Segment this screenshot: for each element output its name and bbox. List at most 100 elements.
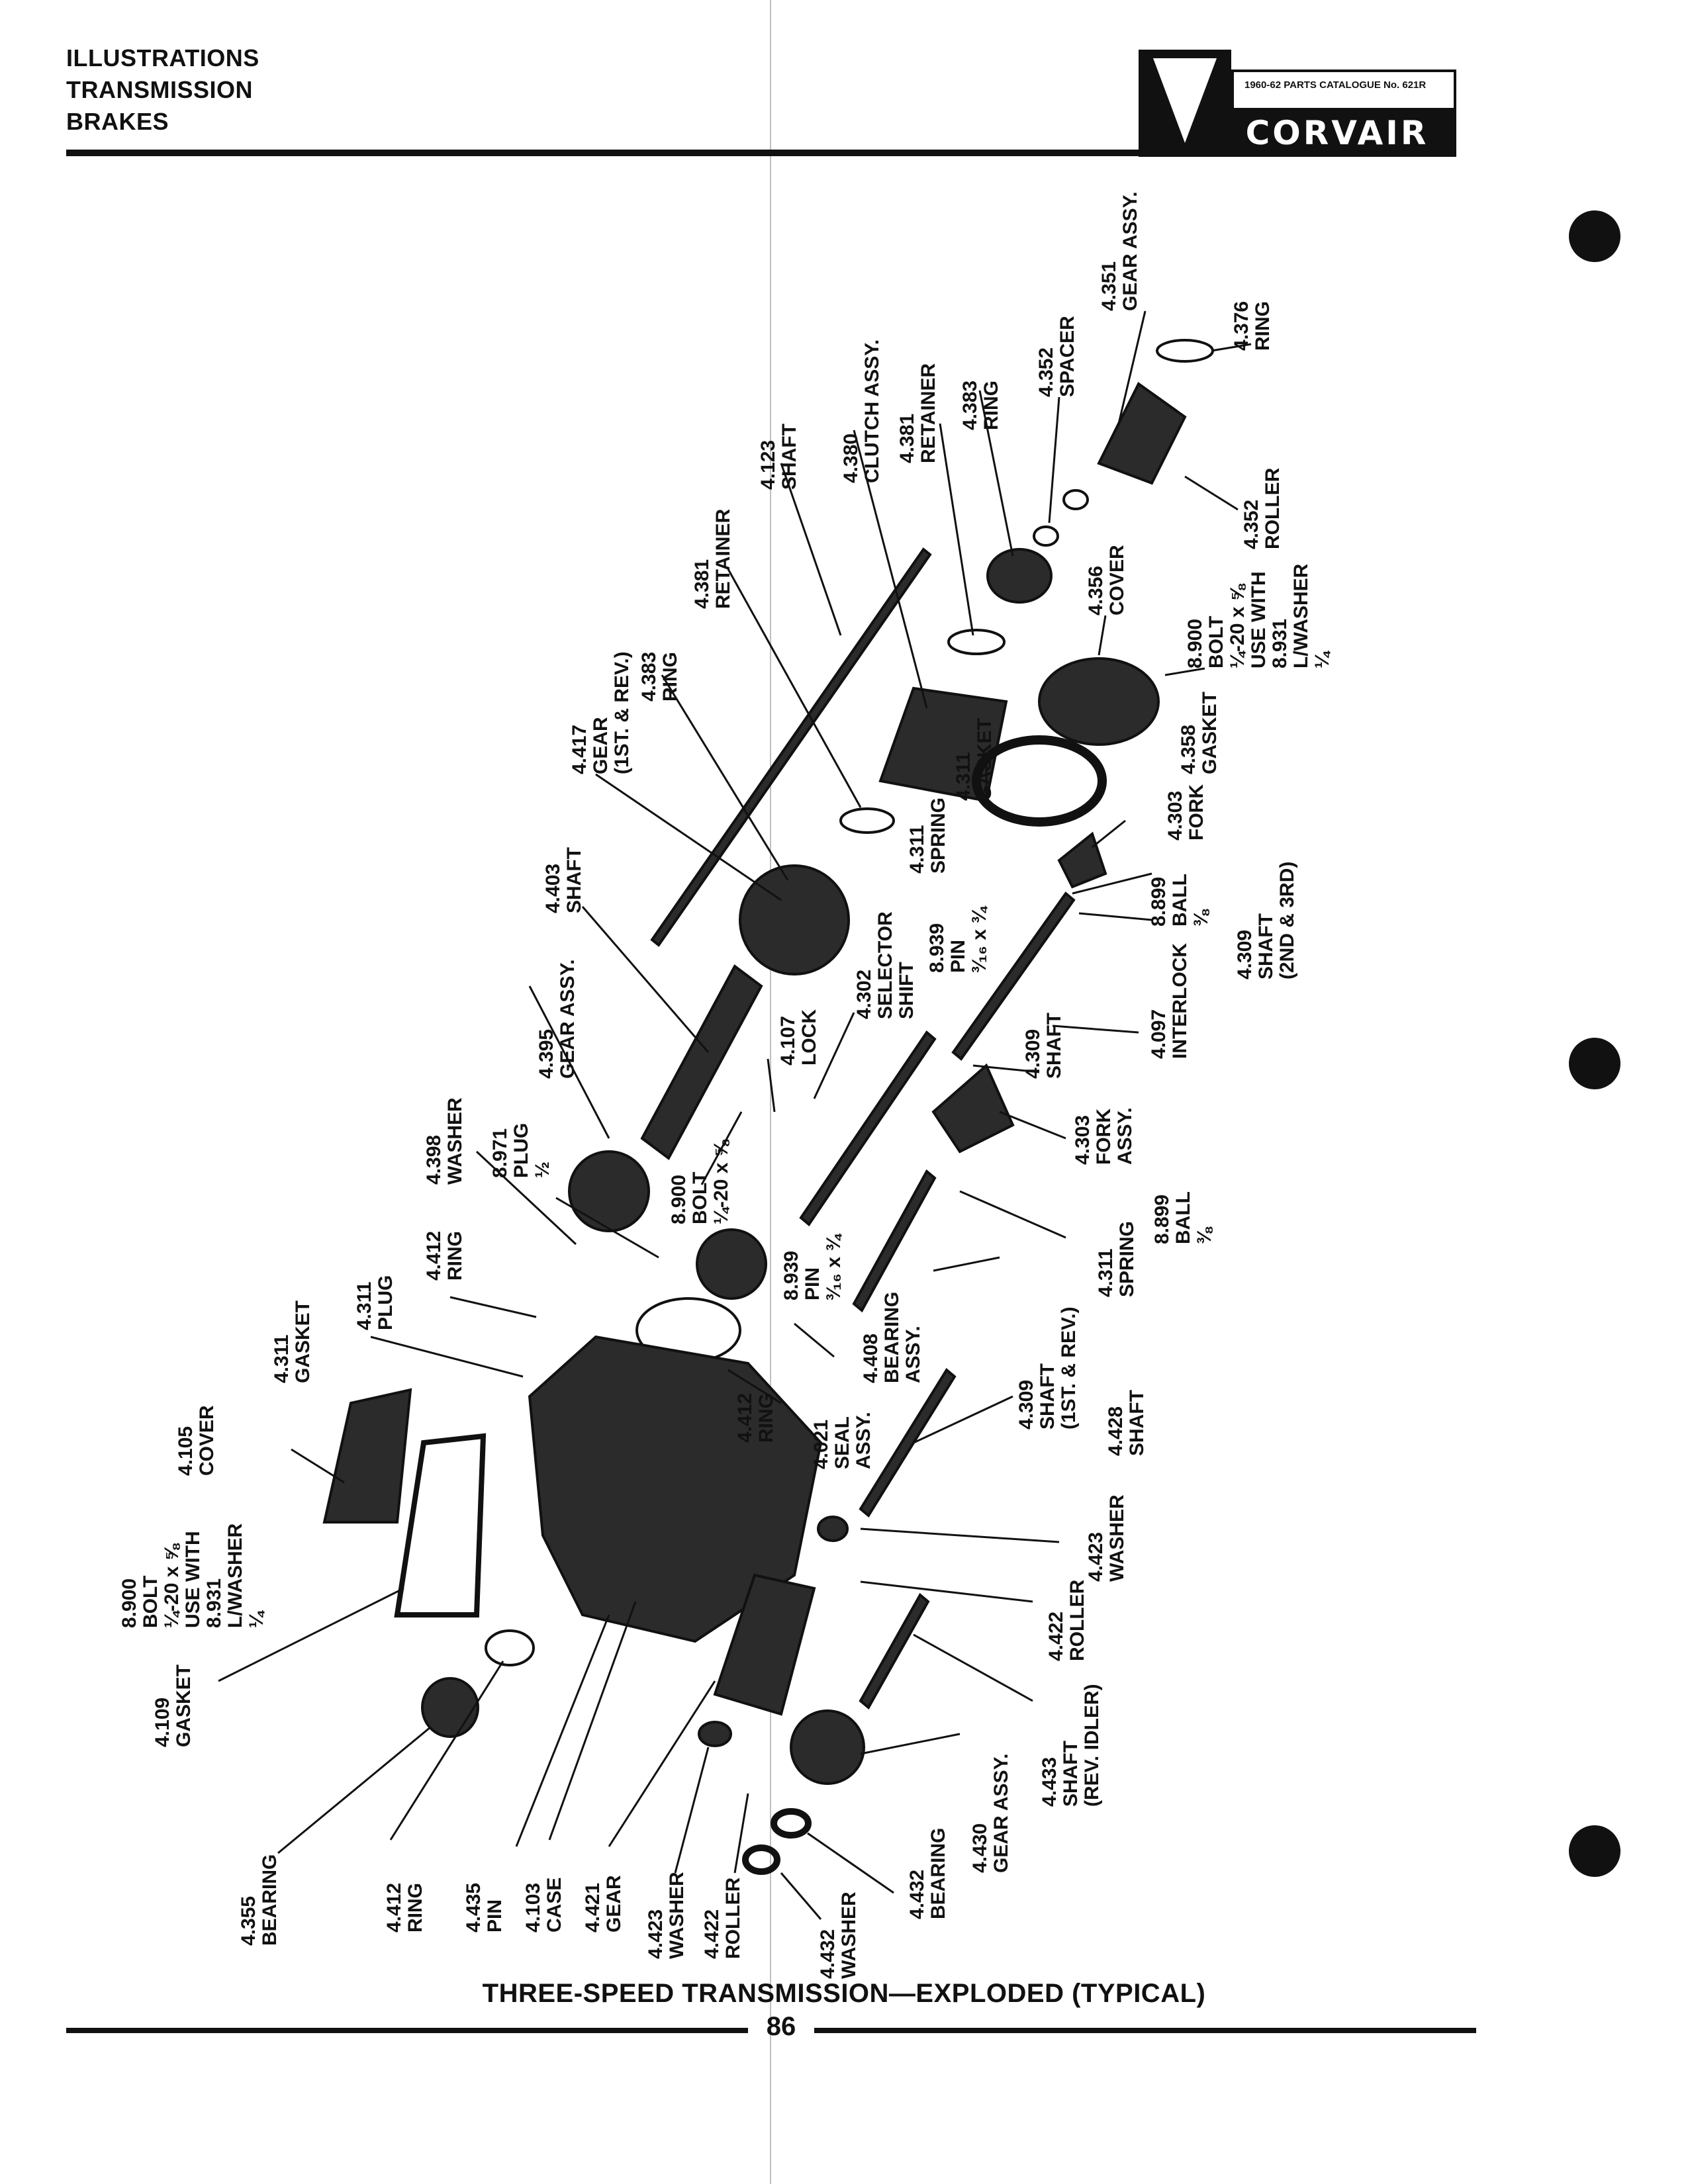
bearing-cover	[1038, 657, 1160, 746]
side-cover-gasket	[394, 1433, 487, 1617]
cluster-gear	[568, 1150, 650, 1232]
leader-line	[1164, 667, 1205, 676]
callout-4-423-lower: 4.423 WASHER	[645, 1872, 688, 1959]
shift-fork-lower	[931, 1063, 1015, 1154]
leader-line	[389, 1661, 504, 1841]
callout-4-395: 4.395 GEAR ASSY.	[536, 959, 579, 1079]
brand-name: CORVAIR	[1245, 114, 1429, 152]
counter-gear-shaft	[640, 964, 763, 1160]
callout-4-311-spring-lower: 4.311 SPRING	[1095, 1220, 1138, 1297]
callout-4-428: 4.428 SHAFT	[1105, 1390, 1148, 1456]
header-category-transmission: TRANSMISSION	[66, 76, 254, 103]
leader-line	[475, 1150, 577, 1246]
callout-4-103: 4.103 CASE	[522, 1877, 565, 1933]
header-rule	[66, 150, 1152, 156]
leader-line	[1048, 396, 1060, 523]
callout-4-352-roller: 4.352 ROLLER	[1241, 467, 1284, 549]
callout-4-383-lower: 4.383 RING	[638, 651, 681, 702]
leader-line	[1211, 343, 1252, 352]
leader-line	[860, 1580, 1033, 1603]
leader-line	[939, 423, 974, 636]
retainer-ring	[839, 807, 895, 834]
callout-4-412-upper: 4.412 RING	[423, 1230, 466, 1281]
callout-4-303-upper: 4.303 FORK	[1164, 784, 1207, 841]
leader-line	[727, 569, 862, 808]
shift-shaft-2nd-3rd	[951, 891, 1076, 1061]
callout-4-430: 4.430 GEAR ASSY.	[969, 1753, 1012, 1873]
leader-line	[853, 430, 928, 709]
catalog-label: 1960-62 PARTS CATALOGUE No. 621R	[1244, 79, 1427, 91]
leader-line	[1184, 475, 1239, 511]
leader-line	[1117, 310, 1147, 424]
callout-4-381-upper: 4.381 RETAINER	[896, 363, 939, 463]
callout-4-021: 4.021 SEAL ASSY.	[810, 1412, 874, 1469]
leader-line	[780, 1872, 822, 1920]
thrust-washer-upper	[817, 1516, 849, 1542]
shift-fork-upper	[1057, 831, 1107, 889]
callout-4-383-upper: 4.383 RING	[959, 380, 1002, 430]
leader-line	[548, 1601, 637, 1841]
callout-4-311-gasket-lower: 4.311 GASKET	[271, 1300, 314, 1383]
callout-4-398: 4.398 WASHER	[423, 1097, 466, 1185]
header-category-illustrations: ILLUSTRATIONS	[66, 44, 259, 71]
callout-8-900-middle: 8.900 BOLT ¼-20 x ⅝	[668, 1140, 732, 1224]
side-cover	[322, 1388, 412, 1524]
figure-caption: THREE-SPEED TRANSMISSION—EXPLODED (TYPIC…	[482, 1979, 1206, 2008]
leader-line	[860, 1527, 1060, 1543]
leader-line	[581, 906, 710, 1053]
counter-shaft	[859, 1367, 957, 1518]
cluster-gear-lower	[713, 1573, 816, 1716]
leader-line	[700, 1111, 743, 1185]
spacer-2	[1062, 489, 1089, 510]
callout-4-356: 4.356 COVER	[1085, 545, 1128, 615]
leader-line	[277, 1726, 431, 1854]
callout-4-435: 4.435 PIN	[463, 1882, 506, 1933]
leader-line	[1078, 912, 1152, 921]
callout-8-939-upper: 8.939 PIN ³⁄₁₆ x ¾	[926, 907, 990, 973]
callout-4-309-1st-rev: 4.309 SHAFT (1ST. & REV.)	[1015, 1306, 1080, 1430]
callout-8-899-lower: 8.899 BALL ⅜	[1151, 1191, 1215, 1244]
leader-line	[1092, 819, 1126, 848]
callout-4-417: 4.417 GEAR (1ST. & REV.)	[569, 651, 633, 774]
leader-line	[727, 1369, 782, 1404]
idler-gear-assy	[790, 1709, 865, 1785]
callout-4-432-bearing: 4.432 BEARING	[906, 1827, 949, 1919]
callout-4-309-shaft: 4.309 SHAFT	[1022, 1013, 1065, 1079]
leader-line	[959, 1190, 1066, 1239]
reverse-idler-shaft	[859, 1592, 930, 1710]
callout-8-900-lower: 8.900 BOLT ¼-20 x ⅝ USE WITH 8.931 L/WAS…	[118, 1523, 267, 1628]
bearing-assy	[696, 1228, 767, 1300]
callout-4-381-lower: 4.381 RETAINER	[691, 508, 734, 609]
leader-line	[913, 1395, 1013, 1444]
leader-line	[1052, 1024, 1139, 1034]
callout-8-939-lower: 8.939 PIN ³⁄₁₆ x ¾	[780, 1234, 845, 1300]
leader-line	[515, 1614, 610, 1847]
callout-4-403: 4.403 SHAFT	[542, 847, 585, 913]
snap-ring-upper	[1156, 339, 1214, 363]
callout-4-358: 4.358 GASKET	[1178, 691, 1221, 774]
callout-4-097: 4.097 INTERLOCK	[1148, 943, 1191, 1059]
callout-4-309-2nd-3rd: 4.309 SHAFT (2ND & 3RD)	[1234, 861, 1298, 979]
leader-line	[767, 1058, 776, 1113]
callout-4-412-lower: 4.412 RING	[383, 1882, 426, 1933]
selector-shaft	[799, 1030, 937, 1226]
leader-line	[860, 1733, 961, 1755]
callout-8-971: 8.971 PLUG ½	[489, 1122, 553, 1178]
leader-line	[218, 1587, 404, 1682]
leader-line	[933, 1256, 1000, 1272]
callout-4-412-middle: 4.412 RING	[734, 1392, 777, 1443]
callout-4-421: 4.421 GEAR	[582, 1875, 625, 1933]
leader-line	[813, 1012, 855, 1099]
shift-shaft-1st-rev	[852, 1169, 937, 1313]
leader-line	[780, 463, 842, 636]
leader-line	[978, 390, 1014, 557]
leader-line	[794, 1322, 835, 1358]
bearing-washer	[771, 1808, 812, 1839]
leader-line	[674, 1747, 710, 1874]
callout-8-899-upper: 8.899 BALL ⅜	[1148, 874, 1212, 927]
leader-line	[807, 1832, 894, 1894]
leader-line	[555, 1197, 659, 1259]
page-number: 86	[766, 2012, 796, 2041]
callout-4-109: 4.109 GASKET	[152, 1664, 195, 1747]
